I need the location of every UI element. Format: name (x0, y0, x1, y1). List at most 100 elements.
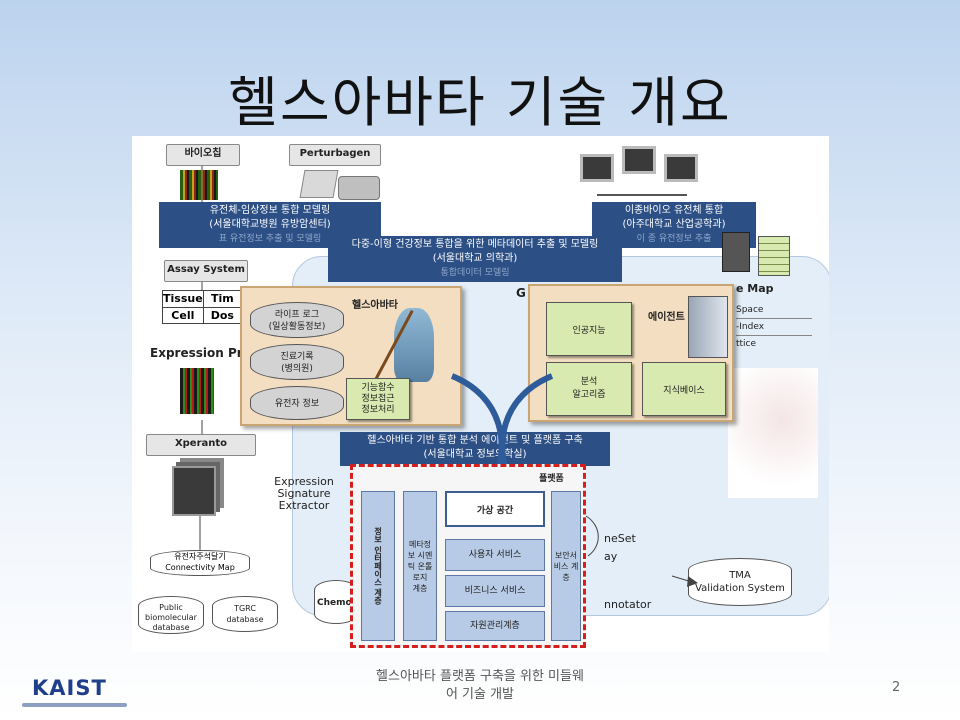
assay-system-box: Assay System (164, 260, 248, 282)
medical-line1: 진료기록 (280, 352, 314, 362)
tgrc-db-line1: TGRC (234, 604, 256, 613)
avatar-panel-title: 헬스아바타 (352, 300, 398, 311)
assay-cell: Cell (163, 308, 204, 324)
assay-cell: Tim (203, 291, 241, 308)
computer-icon-3 (664, 154, 698, 182)
g-label: G (516, 286, 526, 300)
banner-left-line1: 유전체-임상정보 통합 모델링 (209, 205, 331, 216)
gene-info-label: 유전자 정보 (274, 399, 320, 409)
banner-right-line1: 이종바이오 유전체 통합 (624, 205, 724, 216)
public-db-line1: Public (159, 603, 183, 612)
biochip-box: 바이오칩 (166, 144, 240, 166)
slide-footer: 헬스아바타 플랫폼 구축을 위한 미들웨 어 기술 개발 (320, 668, 640, 704)
tgrc-db: TGRC database (212, 596, 278, 632)
agent-panel-title: 에이전트 (648, 312, 685, 323)
lifelog-line1: 라이프 로그 (274, 310, 320, 320)
architecture-diagram: 바이오칩 Perturbagen 유전체-임상정보 통합 모델링 (서울대학교병… (132, 136, 829, 652)
network-line (597, 194, 687, 196)
tma-line1: TMA (729, 570, 751, 581)
func-line2: 정보접근 (361, 393, 395, 404)
metadata-layer: 메타정 보 시멘 틱 온톨 로지 계층 (403, 491, 437, 641)
gene-map-row: Space (736, 302, 812, 319)
resource-layer-box: 자원관리계층 (445, 611, 545, 641)
cmap-line1: 유전자주석달기 (174, 552, 226, 561)
tma-db: TMA Validation System (688, 558, 792, 606)
medical-line2: (병의원) (281, 364, 313, 374)
slide-title: 헬스아바타 기술 개요 (228, 71, 732, 134)
gene-info-cylinder: 유전자 정보 (250, 386, 344, 420)
security-layer: 보안서 비스 계 층 (551, 491, 581, 641)
tma-line2: Validation System (695, 583, 785, 594)
server-icon (722, 232, 750, 272)
avatar-figure (394, 308, 434, 382)
perturbagen-box: Perturbagen (289, 144, 381, 166)
banner-center-line2: (서울대학교 의학과) (432, 253, 518, 264)
banner-left-line2: (서울대학교병원 유방암센터) (209, 219, 331, 230)
lifelog-cylinder: 라이프 로그 (일상활동정보) (250, 302, 344, 338)
assay-table: Tissue Tim Cell Dos (162, 290, 242, 324)
connector-arrows (199, 166, 698, 587)
gene-map-row: ttice (736, 339, 757, 349)
kaist-logo: KAIST (32, 676, 107, 700)
assay-cell: Tissue (163, 291, 204, 308)
public-db-line3: database (152, 623, 190, 632)
algorithm-note: 분석 알고리즘 (546, 362, 632, 416)
footer-line2: 어 기술 개발 (445, 687, 515, 702)
plate-image-2 (338, 176, 380, 200)
banner-center-ghost: 통합데이터 모델링 (440, 268, 510, 278)
chemo-label: Chemo (317, 598, 352, 608)
agent-panel: 에이전트 인공지능 분석 알고리즘 지식베이스 (528, 284, 734, 422)
xperanto-box: Xperanto (146, 434, 256, 456)
computer-icon (580, 154, 614, 182)
extractor-line2: Signature (277, 487, 331, 500)
banner-bottom: 헬스아바타 기반 통합 분석 에이전트 및 플랫폼 구축 (서울대학교 정보의학… (340, 432, 610, 466)
func-line1: 기능함수 (361, 382, 395, 393)
extractor-line3: Extractor (278, 499, 330, 512)
gene-map-label: e Map (736, 282, 774, 295)
ai-note: 인공지능 (546, 302, 632, 356)
banner-right-ghost: 이 종 유전정보 추출 (636, 234, 712, 244)
gene-label-2: ay (604, 550, 618, 563)
server-tower-icon (688, 296, 728, 358)
interface-layer: 정보 인터페이스 계층 (361, 491, 395, 641)
page-number: 2 (892, 680, 901, 695)
gene-map-rows: Space -Index ttice (736, 302, 812, 352)
banner-center-line1: 다중-이형 건강정보 통합을 위한 메타데이터 추출 및 모델링 (351, 239, 599, 250)
banner-center: 다중-이형 건강정보 통합을 위한 메타데이터 추출 및 모델링 (서울대학교 … (328, 236, 622, 282)
microarray-image (180, 170, 218, 200)
func-note: 기능함수 정보접근 정보처리 (346, 378, 410, 420)
annotator-label: nnotator (604, 598, 652, 611)
platform-title: 플랫폼 (539, 474, 564, 484)
user-service-box: 사용자 서비스 (445, 539, 545, 571)
tgrc-db-line2: database (226, 615, 264, 624)
banner-bottom-line2: (서울대학교 정보의학실) (423, 449, 527, 460)
lifelog-line2: (일상활동정보) (268, 322, 326, 332)
heatmap-image (180, 368, 214, 414)
assay-cell: Dos (210, 309, 234, 322)
knowledge-note: 지식베이스 (642, 362, 726, 416)
interface-layer-label: 정보 인터페이스 계층 (373, 527, 383, 605)
computer-icon-2 (622, 146, 656, 174)
banner-right-line2: (아주대학교 산업공학과) (622, 219, 726, 230)
metadata-layer-label: 메타정 보 시멘 틱 온톨 로지 계층 (407, 539, 433, 593)
banner-left-ghost: 표 유전정보 추출 및 모델링 (218, 234, 322, 244)
platform-box: 플랫폼 정보 인터페이스 계층 메타정 보 시멘 틱 온톨 로지 계층 가상 공… (350, 464, 586, 648)
kaist-logo-swoosh (22, 703, 127, 707)
table-icon (758, 236, 790, 276)
cmap-db: 유전자주석달기 Connectivity Map (150, 550, 250, 576)
avatar-panel: 헬스아바타 라이프 로그 (일상활동정보) 진료기록 (병의원) 유전자 정보 … (240, 286, 462, 426)
virtual-space-box: 가상 공간 (445, 491, 545, 527)
business-service-box: 비즈니스 서비스 (445, 575, 545, 607)
geneset-label: neSet (604, 532, 636, 545)
scatter-area (728, 368, 818, 498)
public-db-line2: biomolecular (145, 613, 197, 622)
banner-bottom-line1: 헬스아바타 기반 통합 분석 에이전트 및 플랫폼 구축 (367, 435, 583, 446)
extractor-line1: Expression (274, 475, 334, 488)
signature-extractor: Expression Signature Extractor (254, 472, 354, 528)
public-db: Public biomolecular database (138, 596, 204, 634)
expression-label: Expression Pr (150, 346, 243, 360)
medical-record-cylinder: 진료기록 (병의원) (250, 344, 344, 380)
gene-map-row: -Index (736, 319, 812, 336)
footer-line1: 헬스아바타 플랫폼 구축을 위한 미들웨 (376, 669, 584, 684)
security-layer-label: 보안서 비스 계 층 (553, 550, 579, 582)
